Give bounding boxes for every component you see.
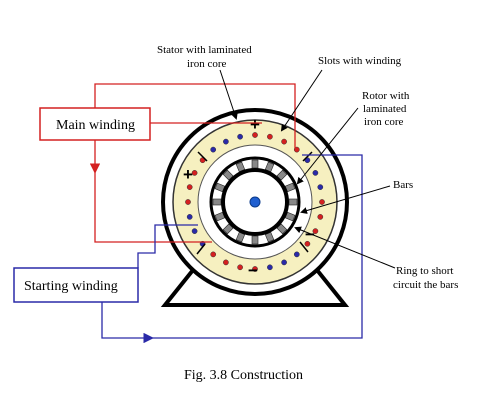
stator-slot — [186, 184, 193, 190]
bars-leader — [300, 185, 391, 214]
stator-slot — [252, 266, 258, 272]
starting-winding-label: Starting winding — [24, 279, 118, 294]
main-winding-label: Main winding — [56, 118, 135, 133]
rotor-label-line3: iron core — [364, 116, 404, 128]
stator-slot — [281, 138, 287, 145]
bars-label: Bars — [393, 179, 413, 191]
stator-leader — [219, 69, 238, 120]
stator-slot — [312, 228, 319, 234]
ring-label-line1: Ring to short — [396, 265, 453, 277]
stator-slot — [319, 199, 325, 205]
slots-label: Slots with winding — [318, 55, 402, 67]
starting-winding-box — [13, 267, 139, 303]
rotor-leader — [296, 107, 359, 185]
main-winding-circuit — [39, 83, 296, 243]
main-minus-symbol: − — [248, 261, 258, 280]
stator-slot — [185, 199, 191, 205]
stator-slot — [293, 146, 300, 153]
rotor-bar — [288, 198, 298, 206]
stator-slot — [304, 240, 311, 247]
rotor-shaft — [249, 196, 261, 208]
stator-slot — [317, 214, 324, 220]
rotor-bar — [264, 231, 275, 243]
rotor-bar — [251, 235, 259, 245]
stator-slot — [252, 132, 258, 138]
start-plus-symbol: + — [183, 165, 193, 184]
stator-slot — [210, 146, 217, 153]
stator-slot — [237, 133, 243, 140]
stator-label-line1: Stator with laminated — [157, 44, 252, 56]
rotor-label-line2: laminated — [363, 103, 407, 115]
stator-slot — [186, 214, 193, 220]
winding-boundary-tick — [299, 241, 309, 253]
winding-boundary-tick — [197, 151, 208, 162]
stator-slot — [191, 228, 198, 234]
stator-slot — [293, 251, 300, 258]
rotor-bar — [235, 161, 246, 173]
stator-slot — [317, 184, 324, 190]
rotor-bar — [264, 161, 275, 173]
stator-slot — [223, 259, 229, 266]
rotor-bar — [212, 198, 222, 206]
stator-slot — [237, 264, 243, 271]
stator-slot — [267, 264, 273, 271]
figure-caption: Fig. 3.8 Construction — [184, 368, 303, 383]
rotor-bar — [251, 159, 259, 169]
rotor-bar — [214, 211, 226, 222]
stator-label-line2: iron core — [187, 58, 227, 70]
stator-slot — [191, 170, 198, 176]
rotor-bar — [235, 231, 246, 243]
winding-boundary-tick — [196, 243, 206, 255]
stator-slot — [223, 138, 229, 145]
stator-slot — [210, 251, 217, 258]
stator-slots — [185, 132, 325, 272]
main-plus-symbol: + — [250, 115, 260, 134]
stator-slot — [267, 133, 273, 140]
start-minus-symbol: − — [305, 225, 315, 244]
stator-slot — [281, 259, 287, 266]
starting-winding-circuit — [13, 154, 363, 344]
rotor-bar — [214, 182, 226, 193]
stator-slot — [312, 170, 319, 176]
rotor-label-line1: Rotor with — [362, 90, 410, 102]
winding-boundary-tick — [302, 151, 313, 162]
ring-label-line2: circuit the bars — [393, 279, 458, 291]
rotor-bars — [212, 159, 298, 245]
slots-leader — [280, 69, 323, 132]
ring-leader — [294, 226, 396, 269]
